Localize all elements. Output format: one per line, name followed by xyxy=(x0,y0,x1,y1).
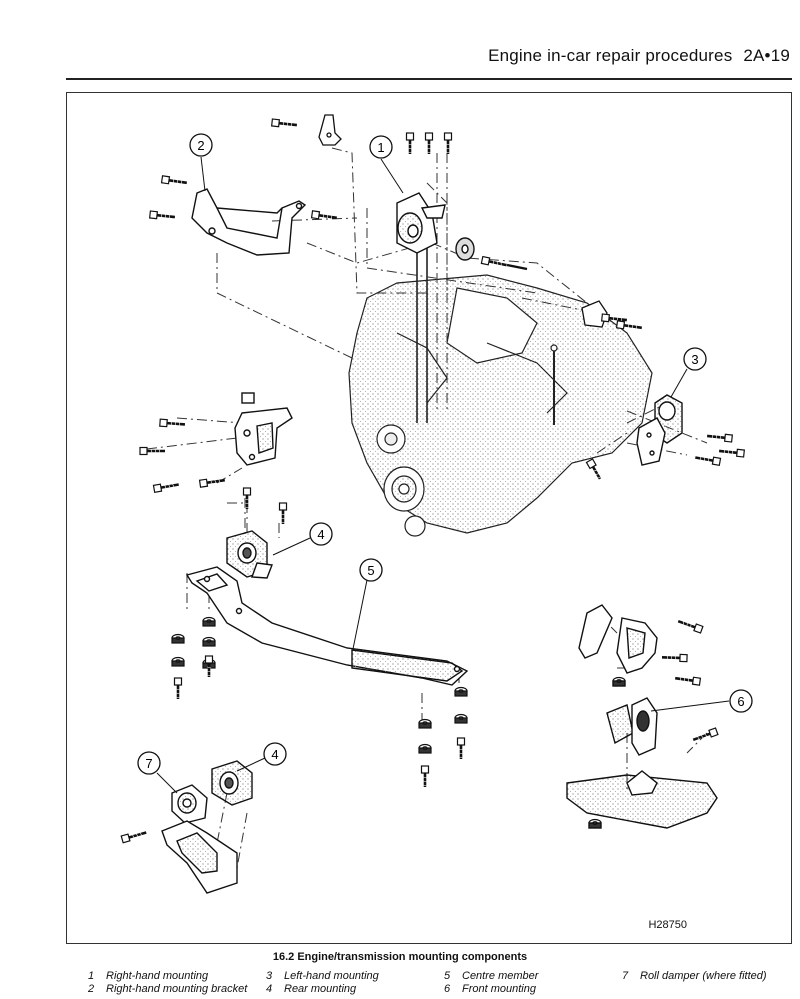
header-rule xyxy=(66,78,792,80)
callout-7: 7 xyxy=(145,756,152,771)
callout-6: 6 xyxy=(737,694,744,709)
left-hand-mounting xyxy=(585,394,746,482)
page-header: Engine in-car repair procedures 2A•19 xyxy=(488,46,790,66)
callout-2: 2 xyxy=(197,138,204,153)
callout-5: 5 xyxy=(367,563,374,578)
front-mounting xyxy=(566,604,720,829)
rear-mounting-bracket xyxy=(138,392,293,494)
callout-1: 1 xyxy=(377,140,384,155)
callout-circles: 2 1 3 4 5 6 7 4 xyxy=(137,133,753,775)
right-hand-mounting-bracket xyxy=(148,174,339,256)
callout-4-upper: 4 xyxy=(317,527,324,542)
centre-member xyxy=(185,566,469,686)
figure-frame: 2 1 3 4 5 6 7 4 H28750 xyxy=(66,92,792,944)
figure-caption: 16.2 Engine/transmission mounting compon… xyxy=(272,951,528,963)
top-fasteners xyxy=(270,114,453,156)
header-title: Engine in-car repair procedures xyxy=(488,46,733,65)
exploded-diagram: 2 1 3 4 5 6 7 4 xyxy=(119,114,753,894)
callout-4-lower: 4 xyxy=(271,747,278,762)
figure-reference: H28750 xyxy=(648,919,687,931)
callout-leaders xyxy=(156,156,730,794)
roll-damper-group xyxy=(119,760,253,894)
right-hand-mounting xyxy=(396,192,528,271)
rear-mounting xyxy=(226,486,288,579)
engine-side-bracket xyxy=(581,300,644,333)
header-page-number: 2A•19 xyxy=(743,46,790,65)
callout-3: 3 xyxy=(691,352,698,367)
engine-block xyxy=(348,243,653,537)
